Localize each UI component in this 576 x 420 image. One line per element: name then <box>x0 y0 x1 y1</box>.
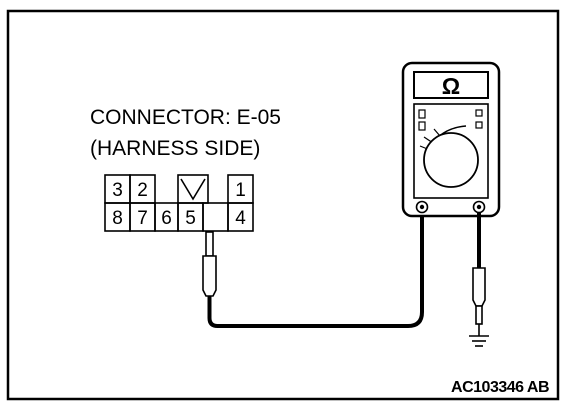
pin-number: 1 <box>235 180 246 201</box>
connector-side-label: (HARNESS SIDE) <box>90 137 260 160</box>
connector-e05 <box>104 174 254 232</box>
pin-number: 3 <box>112 180 123 201</box>
switch-icon <box>475 121 483 129</box>
ground-probe <box>472 267 486 325</box>
jack-ohm-core <box>476 204 482 210</box>
pin-number: 8 <box>112 208 123 229</box>
probe-handle <box>202 255 217 297</box>
test-lead-wire <box>207 207 424 328</box>
pin-number: 6 <box>161 208 172 229</box>
pin-number: 5 <box>185 208 196 229</box>
switch-icon <box>475 109 483 117</box>
pin-number: 7 <box>137 208 148 229</box>
pin-cell-blank <box>202 202 229 232</box>
pin-cell-4 <box>227 202 254 232</box>
ground-probe-tip <box>475 305 483 325</box>
meter-display <box>413 71 489 99</box>
rotary-selector-knob <box>423 132 479 188</box>
ohmmeter: Ω <box>401 61 501 218</box>
connector-name-label: CONNECTOR: E-05 <box>90 106 281 129</box>
switch-icon <box>418 121 426 131</box>
ohm-symbol: Ω <box>442 73 460 99</box>
ground-probe-handle <box>472 267 486 307</box>
pin-number: 2 <box>137 180 148 201</box>
figure-code: AC103346 AB <box>451 379 549 396</box>
probe-tip <box>205 231 214 257</box>
switch-icon <box>418 109 426 119</box>
lock-key-icon <box>180 178 206 201</box>
pin-numbers: 3 2 1 8 7 6 5 4 <box>112 180 246 229</box>
test-probe-pin5 <box>202 231 217 297</box>
pin-number: 4 <box>235 208 246 229</box>
jack-com-core <box>419 204 425 210</box>
figure-frame <box>6 9 560 401</box>
ground-symbol-icon <box>469 324 489 347</box>
